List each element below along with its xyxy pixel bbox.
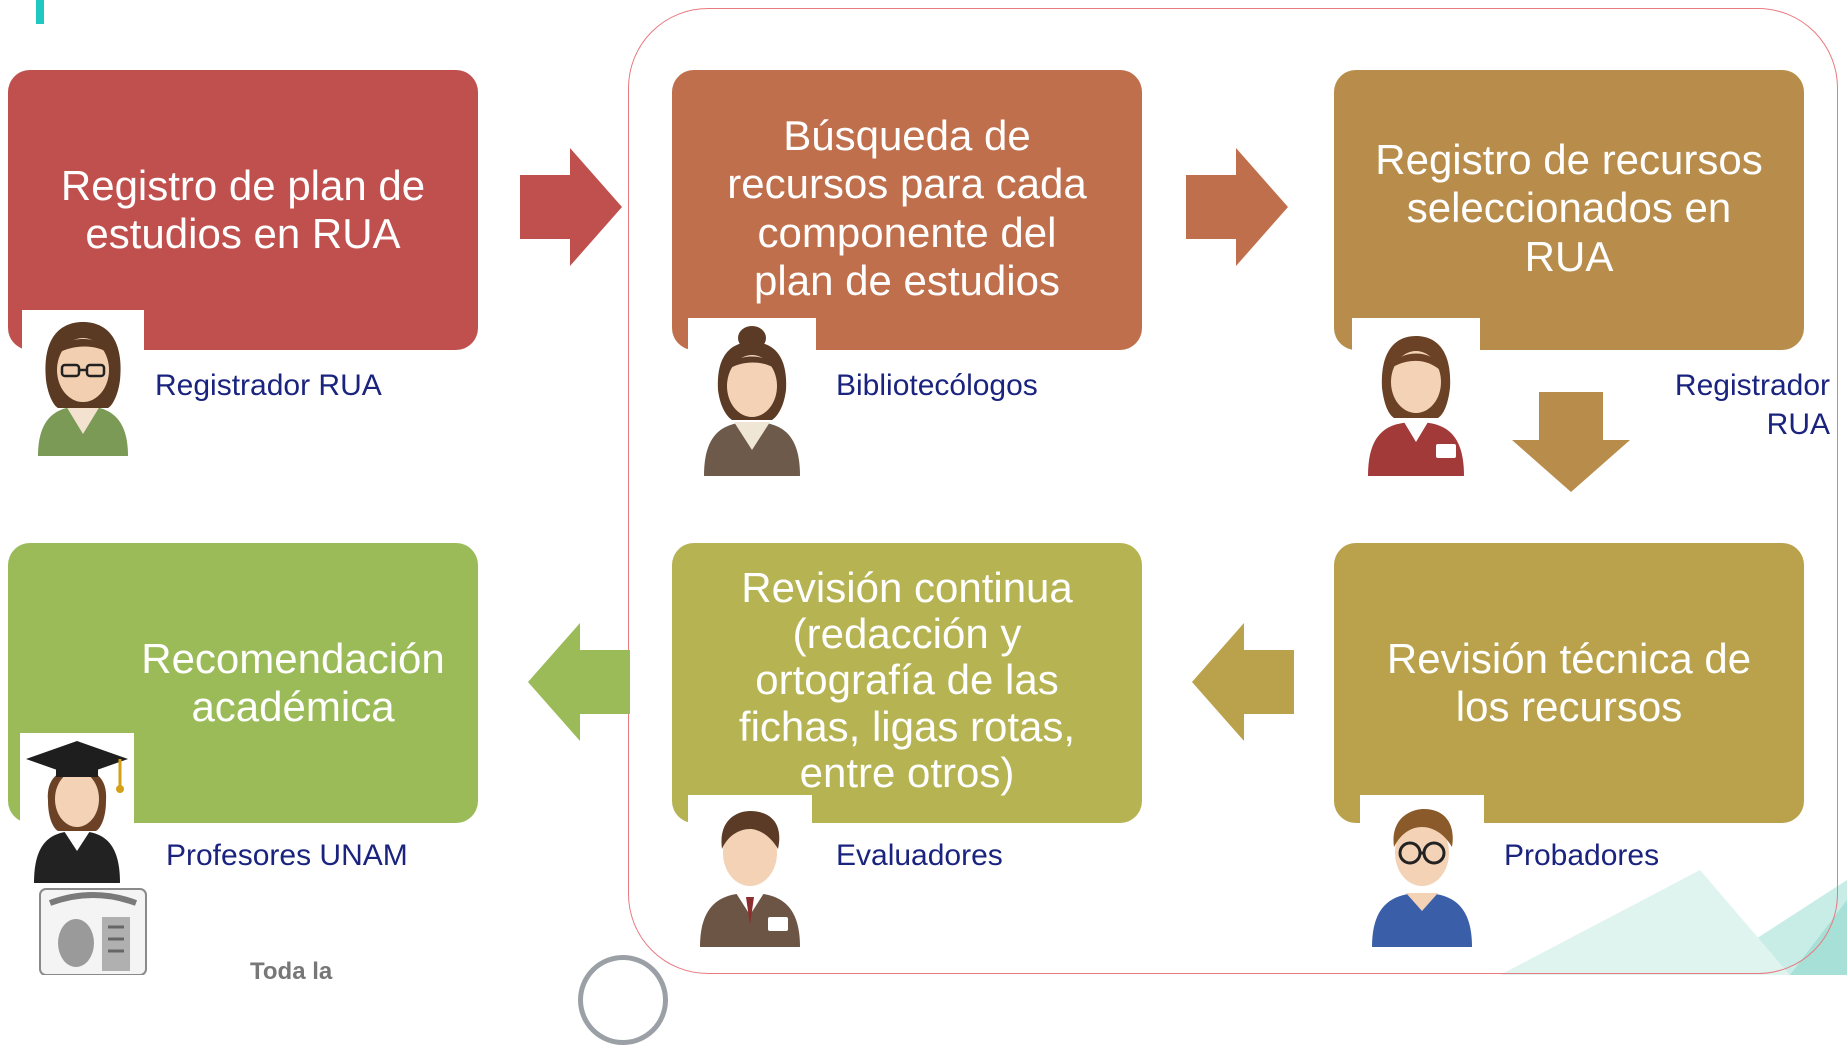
footer-text: Toda la <box>250 958 333 985</box>
arrow-left-icon <box>1192 623 1294 741</box>
step-label-line: seleccionados en <box>1406 184 1732 232</box>
step-label-line: Búsqueda de <box>783 112 1031 159</box>
step-label-line: plan de estudios <box>754 256 1060 304</box>
accent-bar <box>36 0 44 24</box>
step-label-line: Registro de plan de <box>60 162 426 209</box>
woman-badge-icon <box>1352 318 1480 476</box>
arrow-right-icon <box>1186 148 1288 266</box>
step-label-line: ortografía de las <box>755 656 1059 704</box>
role-label-profesores: Profesores UNAM <box>166 839 408 872</box>
role-label-registrador: Registrador RUA <box>155 369 382 402</box>
step-revision-tecnica: Revisión técnica de los recursos <box>1334 543 1804 823</box>
step-label-line: los recursos <box>1455 683 1683 731</box>
role-label-evaluadores: Evaluadores <box>836 839 1003 872</box>
workflow-group-frame <box>628 8 1838 974</box>
step-registro-plan: Registro de plan de estudios en RUA <box>8 70 478 350</box>
graduate-icon <box>20 733 134 883</box>
unam-seal-icon <box>39 888 147 975</box>
woman-glasses-icon <box>22 310 144 456</box>
role-label-line: RUA <box>1766 408 1830 441</box>
footer-circle-logo <box>578 955 668 1045</box>
man-glasses-icon <box>1360 795 1484 947</box>
role-label-registrador-rua: Registrador RUA <box>1675 366 1830 444</box>
step-label-line: recursos para cada <box>727 160 1087 208</box>
role-label-line: Registrador <box>1674 369 1830 402</box>
arrow-left-icon <box>528 623 630 741</box>
role-label-bibliotecologos: Bibliotecólogos <box>836 369 1038 402</box>
step-busqueda-recursos: Búsqueda de recursos para cada component… <box>672 70 1142 350</box>
step-registro-recursos: Registro de recursos seleccionados en RU… <box>1334 70 1804 350</box>
step-label-line: fichas, ligas rotas, <box>738 702 1076 750</box>
step-label-line: Recomendación <box>141 635 445 682</box>
woman-bun-icon <box>688 318 816 476</box>
step-label-line: académica <box>191 683 395 731</box>
step-label-line: Revisión técnica de <box>1386 635 1752 682</box>
step-revision-continua: Revisión continua (redacción y ortografí… <box>672 543 1142 823</box>
step-label-line: RUA <box>1524 232 1614 280</box>
step-label-line: estudios en RUA <box>85 210 401 258</box>
man-badge-icon <box>688 795 812 947</box>
step-label-line: componente del <box>757 208 1057 256</box>
role-label-probadores: Probadores <box>1504 839 1660 872</box>
step-label-line: entre otros) <box>799 748 1015 796</box>
arrow-down-icon <box>1512 392 1630 492</box>
step-label-line: (redacción y <box>792 610 1022 658</box>
step-label-line: Revisión continua <box>741 564 1073 611</box>
arrow-right-icon <box>520 148 622 266</box>
step-label-line: Registro de recursos <box>1375 136 1763 183</box>
